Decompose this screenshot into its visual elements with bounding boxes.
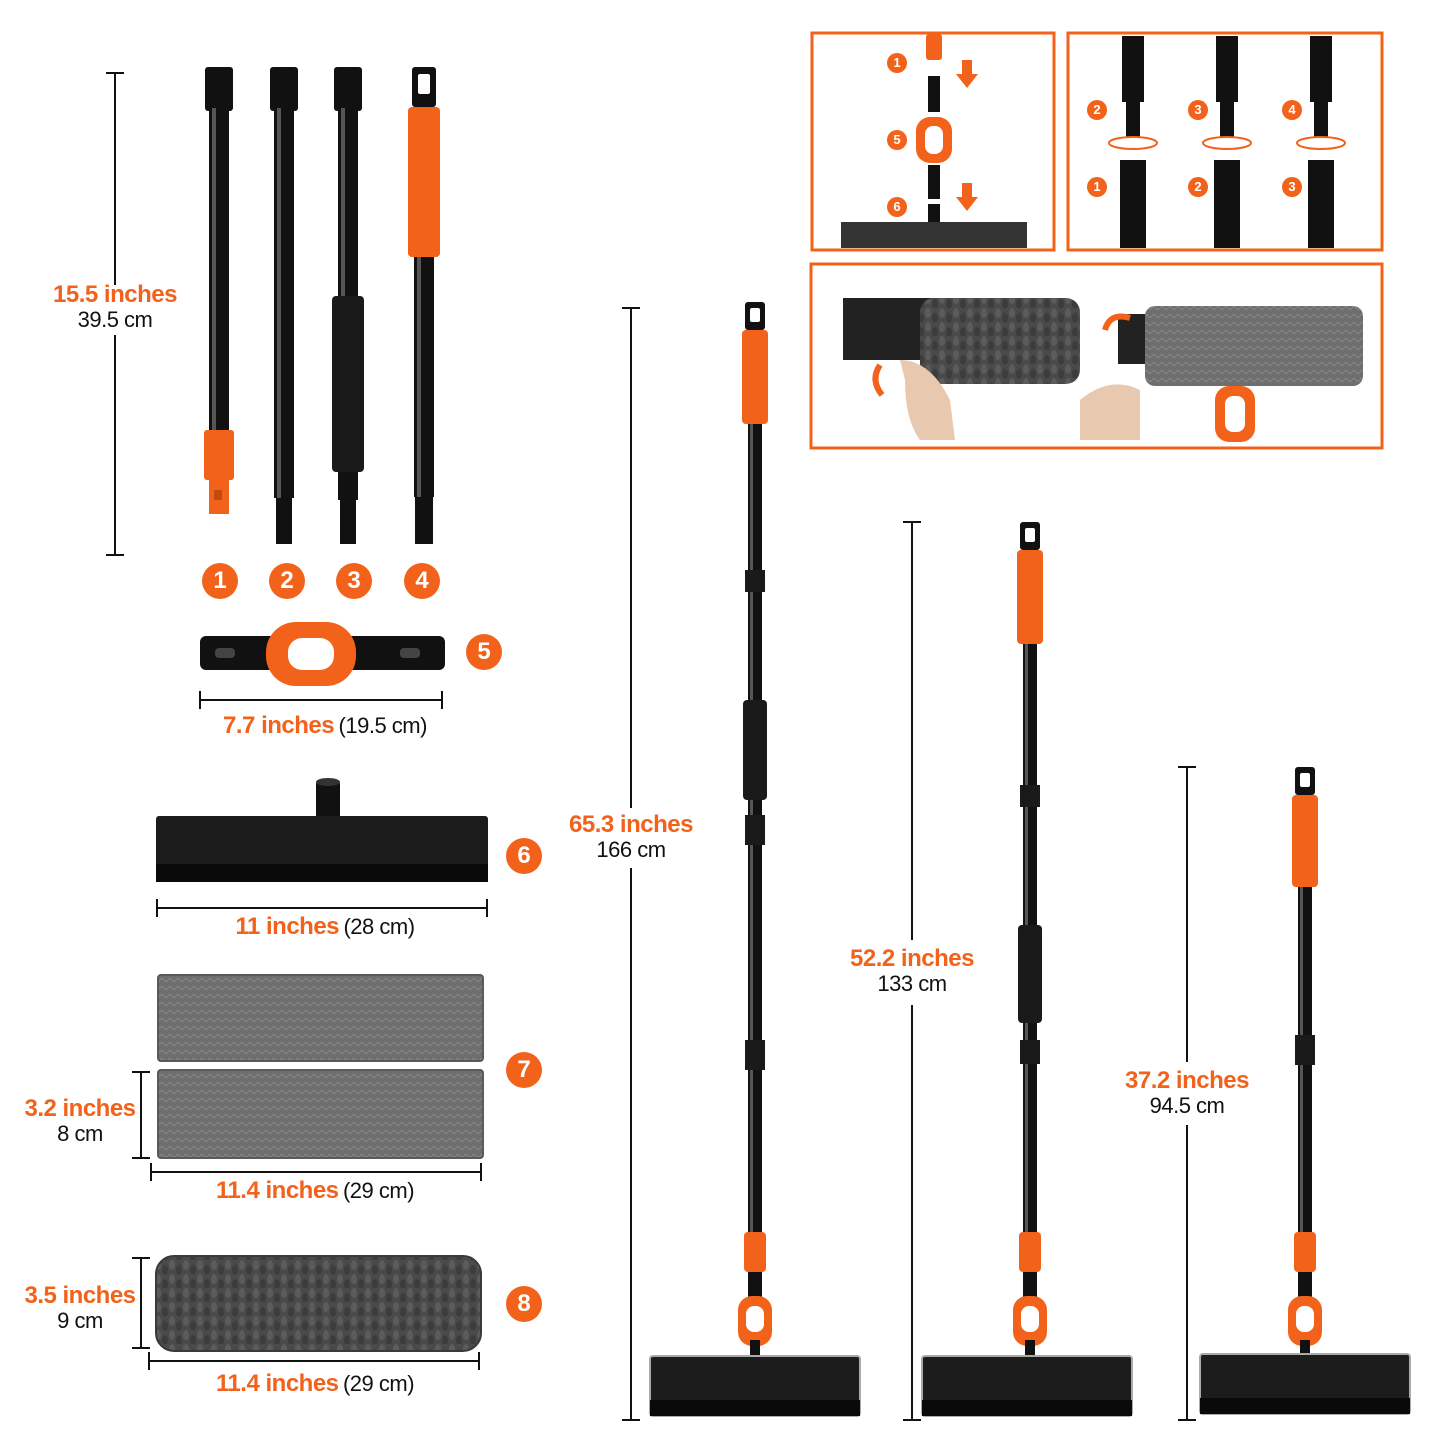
flat-pad-dimension-lines — [132, 1071, 482, 1181]
medium-mop-dimension-line — [903, 521, 921, 1421]
pole-section-inches: 15.5 inches — [53, 281, 177, 308]
long-mop-dimension-line — [622, 307, 640, 1421]
connector-inches: 7.7 inches — [223, 712, 335, 739]
part-badge-2: 2 — [269, 563, 305, 599]
pole-section-3 — [332, 67, 364, 544]
medium-mop-dimension: 52.2 inches 133 cm — [830, 945, 994, 997]
chenille-pad-width-cm: (29 cm) — [342, 1371, 415, 1396]
chenille-pad-height-dimension: 3.5 inches 9 cm — [10, 1282, 150, 1334]
mop-head-part — [156, 778, 488, 882]
long-mop-dimension: 65.3 inches 166 cm — [550, 811, 712, 863]
part-badge-5: 5 — [466, 634, 502, 670]
medium-mop-cm: 133 cm — [877, 971, 947, 997]
flat-pad-height-inches: 3.2 inches — [24, 1095, 136, 1122]
chenille-pad — [155, 1255, 482, 1352]
chenille-pad-width-dimension: 11.4 inches (29 cm) — [170, 1370, 460, 1397]
twist-badge-top-3: 3 — [1188, 100, 1208, 120]
flat-pad-height-cm: 8 cm — [57, 1121, 103, 1147]
head-dimension: 11 inches (28 cm) — [180, 913, 470, 940]
flat-pad-width-inches: 11.4 inches — [215, 1177, 339, 1204]
connector-dimension: 7.7 inches (19.5 cm) — [180, 712, 470, 739]
twist-badge-bottom-3: 3 — [1282, 177, 1302, 197]
chenille-pad-dimension-lines — [132, 1257, 480, 1370]
part-badge-6: 6 — [506, 838, 542, 874]
twist-badge-bottom-1: 1 — [1087, 177, 1107, 197]
part-badge-7: 7 — [506, 1052, 542, 1088]
short-mop-inches: 37.2 inches — [1125, 1067, 1249, 1094]
mop-long — [649, 302, 861, 1417]
connector-part — [200, 622, 445, 686]
pole-section-dimension-line — [106, 72, 124, 556]
twist-badge-top-4: 4 — [1282, 100, 1302, 120]
assembly-badge-6: 6 — [887, 197, 907, 217]
short-mop-dimension-line — [1178, 766, 1196, 1421]
long-mop-inches: 65.3 inches — [569, 811, 693, 838]
mop-short — [1199, 767, 1411, 1415]
flat-pad-height-dimension: 3.2 inches 8 cm — [10, 1095, 150, 1147]
head-cm: (28 cm) — [343, 914, 415, 939]
assembly-panel-pads — [809, 262, 1384, 450]
flat-pad-top — [157, 974, 484, 1062]
chenille-pad-width-inches: 11.4 inches — [215, 1370, 339, 1397]
twist-badge-top-2: 2 — [1087, 100, 1107, 120]
chenille-pad-height-cm: 9 cm — [57, 1308, 103, 1334]
flat-pad-width-cm: (29 cm) — [342, 1178, 415, 1203]
pole-section-cm: 39.5 cm — [77, 307, 153, 333]
part-badge-3: 3 — [336, 563, 372, 599]
connector-dimension-line — [199, 691, 443, 709]
head-dimension-line — [156, 899, 488, 917]
chenille-pad-height-inches: 3.5 inches — [24, 1282, 136, 1309]
flat-pad-bottom — [157, 1069, 484, 1159]
long-mop-cm: 166 cm — [596, 837, 666, 863]
pole-section-4 — [408, 67, 440, 544]
part-badge-8: 8 — [506, 1286, 542, 1322]
mop-medium — [921, 522, 1133, 1417]
head-inches: 11 inches — [235, 913, 340, 940]
assembly-panel-twist — [1066, 31, 1384, 252]
short-mop-dimension: 37.2 inches 94.5 cm — [1105, 1067, 1269, 1119]
pole-section-1 — [204, 67, 234, 514]
flat-pad-width-dimension: 11.4 inches (29 cm) — [170, 1177, 460, 1204]
part-badge-1: 1 — [202, 563, 238, 599]
pole-section-2 — [270, 67, 298, 544]
part-badge-4: 4 — [404, 563, 440, 599]
assembly-badge-1: 1 — [887, 53, 907, 73]
short-mop-cm: 94.5 cm — [1149, 1093, 1225, 1119]
twist-badge-bottom-2: 2 — [1188, 177, 1208, 197]
assembly-panel-attach — [810, 31, 1056, 252]
assembly-badge-5: 5 — [887, 130, 907, 150]
pole-section-dimension: 15.5 inches 39.5 cm — [40, 281, 190, 333]
connector-cm: (19.5 cm) — [338, 713, 428, 738]
medium-mop-inches: 52.2 inches — [850, 945, 974, 972]
